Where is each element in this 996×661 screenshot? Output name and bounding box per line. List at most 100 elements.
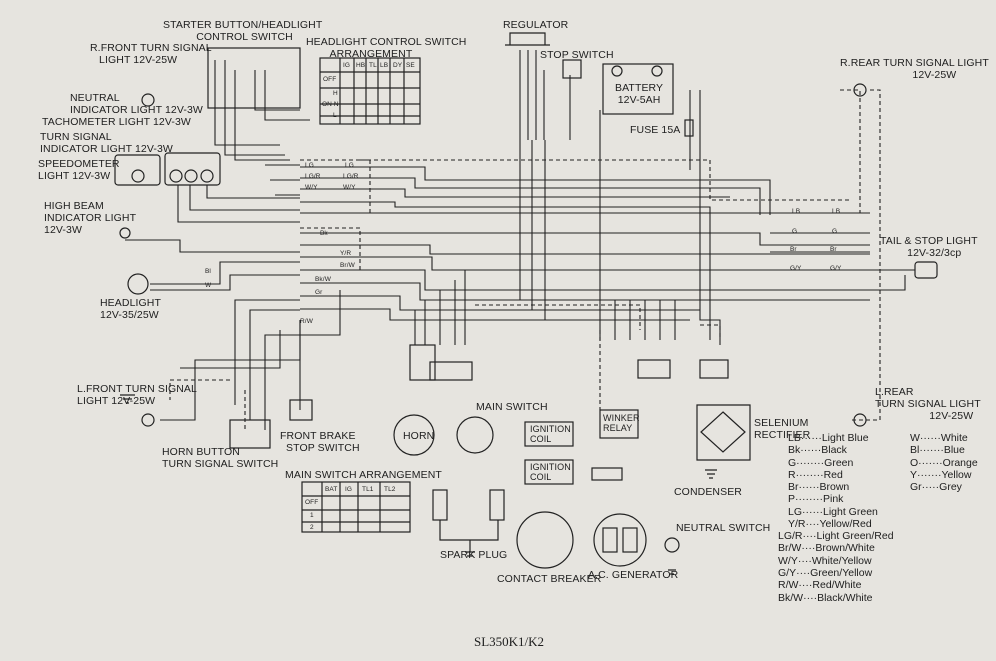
hl-table-r1: H [333, 90, 338, 97]
horn-button-box [229, 419, 271, 449]
dashed-return-wires [169, 89, 881, 430]
main-switch-arr-label: MAIN SWITCH ARRANGEMENT [285, 469, 442, 481]
legend-row: Gr·····Grey [910, 481, 962, 493]
hl-table-h3: TL [369, 62, 377, 69]
speedo-label: SPEEDOMETER LIGHT 12V-3W [38, 158, 120, 182]
main-switch-table [301, 481, 411, 533]
ignition-coil-1-body [524, 421, 574, 447]
fuse-body [684, 119, 694, 137]
neutral-ind-label: NEUTRAL INDICATOR LIGHT 12V-3W [70, 92, 203, 116]
main-switch-body [456, 416, 494, 454]
r-front-turn-bulb [141, 93, 155, 107]
wire-label: LG/R [305, 173, 321, 180]
hl-table-r2: ON N [322, 101, 339, 108]
horn-label: HORN [403, 430, 435, 442]
r-front-turn-label: R.FRONT TURN SIGNAL LIGHT 12V-25W [90, 42, 212, 66]
right-wire-drops [414, 50, 721, 345]
left-wire-loom [125, 60, 341, 430]
hl-table-h5: DY [393, 62, 403, 69]
headlight-switch-arr-label: HEADLIGHT CONTROL SWITCH ARRANGEMENT [306, 36, 467, 60]
headlight-switch-table [319, 57, 421, 125]
l-front-turn-label: L.FRONT TURN SIGNAL LIGHT 12V-25W [77, 383, 197, 407]
ms-table-h3: TL1 [362, 486, 374, 493]
contact-breaker-body [516, 511, 574, 569]
main-switch-label: MAIN SWITCH [476, 401, 548, 413]
hl-table-r3: L [333, 112, 337, 119]
neutral-switch-label: NEUTRAL SWITCH [676, 522, 771, 534]
condenser-body [591, 467, 623, 481]
harness-bundle [300, 166, 870, 340]
ignition-coil-2-label: IGNITION COIL [530, 462, 571, 482]
wire-label: G/Y [830, 265, 842, 272]
ms-table-h1: BAT [325, 486, 338, 493]
hl-table-h4: LB [380, 62, 389, 69]
winker-relay-label: WINKER RELAY [603, 413, 640, 433]
ms-table-r0: OFF [305, 499, 319, 506]
ms-table-h4: TL2 [384, 486, 396, 493]
spark-plug-label: SPARK PLUG [440, 549, 508, 561]
wire-label: Gr [315, 289, 323, 296]
diagram-title: SL350K1/K2 [474, 634, 545, 649]
hl-table-h6: SE [406, 62, 415, 69]
battery-body [602, 63, 674, 115]
wire-label: Bl [205, 268, 211, 275]
front-brake-label: FRONT BRAKE STOP SWITCH [280, 430, 360, 454]
rear-connectors [770, 212, 915, 291]
ms-table-r2: 2 [310, 524, 314, 531]
hl-table-h1: IG [343, 62, 351, 69]
legend-row: R········Red [788, 469, 843, 481]
front-brake-switch-box [289, 399, 313, 421]
tail-light-body [914, 261, 938, 279]
turn-ind-label: TURN SIGNAL INDICATOR LIGHT 12V-3W [40, 131, 173, 155]
horn-button-label: HORN BUTTON TURN SIGNAL SWITCH [162, 446, 279, 470]
headlight-bulb [127, 273, 149, 295]
l-rear-turn-bulb [853, 413, 867, 427]
neutral-switch-body [664, 537, 680, 553]
hl-table-r0: OFF [323, 76, 337, 83]
legend-row: Y/R····Yellow/Red [788, 518, 872, 530]
ignition-coil-1-label: IGNITION COIL [530, 424, 571, 444]
wire-label: Bk [320, 230, 328, 237]
headlight-control-switch-body [207, 47, 301, 109]
wire-label: LG [345, 162, 354, 169]
legend-row: LB······Light Blue [788, 432, 869, 444]
wire-label: W/Y [305, 184, 318, 191]
wire-label: LB [792, 208, 801, 215]
legend-row: W······White [910, 432, 968, 444]
ac-generator-label: A.C. GENERATOR [588, 569, 679, 581]
wire-label: Br [830, 246, 837, 253]
legend-row: Bk······Black [788, 444, 847, 456]
legend-row: Y·······Yellow [910, 469, 972, 481]
regulator-body [505, 32, 550, 46]
wire-label: G [832, 228, 838, 235]
legend-row: O·······Orange [910, 457, 978, 469]
wire-label: Br [790, 246, 797, 253]
ms-table-r1: 1 [310, 512, 314, 519]
selenium-rectifier-body [696, 404, 751, 461]
contact-breaker-label: CONTACT BREAKER [497, 573, 602, 585]
indicator-housing [164, 152, 221, 186]
spark-plug-2 [489, 489, 505, 521]
r-rear-turn-label: R.REAR TURN SIGNAL LIGHT 12V-25W [840, 57, 989, 81]
wire-label: R/W [300, 318, 313, 325]
legend-row: Br······Brown [788, 481, 850, 493]
condenser-label: CONDENSER [674, 486, 742, 498]
high-beam-label: HIGH BEAM INDICATOR LIGHT 12V-3W [44, 200, 137, 236]
winker-relay-body [599, 409, 639, 439]
tach-light-label: TACHOMETER LIGHT 12V-3W [42, 116, 191, 128]
wire-label: LB [832, 208, 841, 215]
hl-table-h2: HB [356, 62, 366, 69]
legend-row: Br/W····Brown/White [778, 542, 875, 554]
r-rear-turn-bulb [853, 83, 867, 97]
legend-row: G········Green [788, 457, 854, 469]
battery-label: BATTERY 12V-5AH [615, 82, 664, 106]
stop-switch-label: STOP SWITCH [540, 49, 614, 61]
ignition-coil-2-body [524, 459, 574, 485]
legend-row: R/W····Red/White [778, 579, 862, 591]
regulator-label: REGULATOR [503, 19, 569, 31]
horn-body [393, 414, 435, 456]
wire-label: W [205, 282, 212, 289]
legend-row: Bl·······Blue [910, 444, 965, 456]
legend-row: W/Y····White/Yellow [778, 555, 872, 567]
